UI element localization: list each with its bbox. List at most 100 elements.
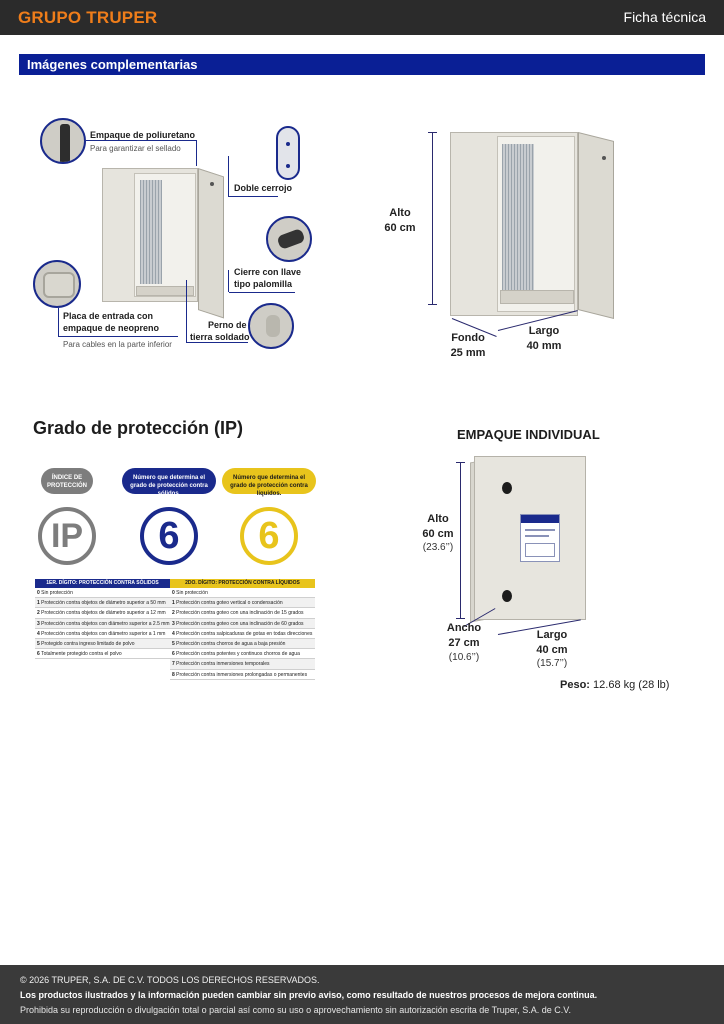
liquids-column: 2DO. DÍGITO: PROTECCIÓN CONTRA LÍQUIDOS … bbox=[170, 579, 315, 680]
solid-digit-ring: 6 bbox=[140, 507, 198, 565]
package-title: EMPAQUE INDIVIDUAL bbox=[457, 427, 600, 442]
table-cell-text: Protección contra inmersiones temporales bbox=[176, 661, 270, 668]
entry-plate-sublabel: Para cables en la parte inferior bbox=[63, 340, 172, 349]
table-row: 2 Protección contra objetos de diámetro … bbox=[35, 608, 170, 619]
double-lock-detail-icon bbox=[276, 126, 300, 180]
table-row: 1 Protección contra objetos de diámetro … bbox=[35, 598, 170, 609]
table-cell-text: Protección contra objetos de diámetro su… bbox=[41, 610, 166, 617]
table-cell-digit: 0 bbox=[37, 590, 40, 596]
table-cell-text: Totalmente protegido contra el polvo bbox=[41, 651, 122, 658]
table-cell-digit: 1 bbox=[172, 600, 175, 607]
table-cell-digit: 3 bbox=[37, 620, 40, 627]
door-lock-icon bbox=[210, 182, 214, 186]
solids-column: 1ER. DÍGITO: PROTECCIÓN CONTRA SÓLIDOS 0… bbox=[35, 579, 170, 660]
table-row: 0 Sin protección bbox=[35, 588, 170, 599]
height-value: 60 cm bbox=[384, 222, 416, 234]
wing-key-label-1: Cierre con llave bbox=[234, 267, 302, 277]
table-row: 1 Protección contra goteo vertical o con… bbox=[170, 598, 315, 609]
table-cell-text: Sin protección bbox=[176, 590, 208, 596]
package-lock-icon bbox=[502, 590, 512, 602]
table-cell-digit: 2 bbox=[172, 610, 175, 617]
table-row: 2 Protección contra goteo con una inclin… bbox=[170, 608, 315, 619]
package-height-tick bbox=[456, 618, 465, 619]
table-row: 3 Protección contra goteo con una inclin… bbox=[170, 618, 315, 629]
table-row: 7 Protección contra inmersiones temporal… bbox=[170, 659, 315, 670]
table-cell-text: Protegido contra ingreso limitado de pol… bbox=[41, 640, 135, 647]
weight-value: 12.68 kg (28 lb) bbox=[593, 679, 670, 691]
table-row: 0 Sin protección bbox=[170, 588, 315, 599]
page-header bbox=[0, 0, 724, 35]
table-cell-digit: 6 bbox=[172, 651, 175, 658]
package-illustration bbox=[410, 450, 670, 680]
footer-copyright: © 2026 TRUPER, S.A. DE C.V. TODOS LOS DE… bbox=[20, 975, 320, 985]
leader-line bbox=[58, 308, 59, 336]
table-cell-digit: 5 bbox=[37, 640, 40, 647]
gasket-label: Empaque de poliuretano bbox=[90, 130, 196, 140]
package-height-inches: (23.6’’) bbox=[422, 542, 454, 553]
footer-notice: Los productos ilustrados y la informació… bbox=[20, 990, 598, 1000]
leader-line bbox=[228, 156, 229, 196]
liquid-digit-text: 6 bbox=[258, 515, 280, 557]
wing-key-label-2: tipo palomilla bbox=[234, 279, 293, 289]
table-cell-digit: 3 bbox=[172, 620, 175, 627]
door-lock-icon bbox=[602, 156, 606, 160]
leader-line bbox=[228, 270, 229, 292]
package-depth-value: 27 cm bbox=[448, 637, 480, 649]
page-footer: © 2026 TRUPER, S.A. DE C.V. TODOS LOS DE… bbox=[0, 965, 724, 1024]
height-dimension-line bbox=[432, 132, 433, 304]
table-cell-text: Protección contra goteo con una inclinac… bbox=[176, 620, 304, 627]
cabinet-door bbox=[578, 132, 614, 319]
table-cell-digit: 6 bbox=[37, 651, 40, 658]
table-cell-text: Protección contra goteo vertical o conde… bbox=[176, 600, 283, 607]
mounting-plate bbox=[502, 144, 534, 292]
height-label: Alto bbox=[389, 207, 411, 219]
package-lock-icon bbox=[502, 482, 512, 494]
table-cell-text: Protección contra objetos de diámetro su… bbox=[41, 600, 166, 607]
table-row: 6 Protección contra potentes y continuos… bbox=[170, 649, 315, 660]
table-cell-digit: 1 bbox=[37, 600, 40, 607]
entry-plate-label-1: Placa de entrada con bbox=[63, 311, 154, 321]
feature-illustration: Empaque de poliuretano Para garantizar e… bbox=[30, 110, 330, 360]
brand-logo: GRUPO TRUPER bbox=[18, 8, 158, 27]
package-weight: Peso: 12.68 kg (28 lb) bbox=[560, 679, 669, 691]
table-row: 5 Protegido contra ingreso limitado de p… bbox=[35, 638, 170, 650]
ip-code-ring: IP bbox=[38, 507, 96, 565]
table-cell-digit: 4 bbox=[172, 630, 175, 637]
table-cell-digit: 2 bbox=[37, 610, 40, 617]
ground-bolt-detail-icon bbox=[248, 303, 294, 349]
solid-digit-text: 6 bbox=[158, 515, 180, 557]
package-width-inches: (15.7’’) bbox=[536, 658, 568, 669]
package-width-label: Largo bbox=[536, 629, 568, 641]
leader-line bbox=[228, 196, 278, 197]
dimension-illustration: Alto 60 cm Fondo 25 mm Largo 40 mm bbox=[380, 120, 640, 370]
solids-header: 1ER. DÍGITO: PROTECCIÓN CONTRA SÓLIDOS bbox=[35, 579, 170, 588]
wing-key-detail-icon bbox=[266, 216, 312, 262]
gasket-sublabel: Para garantizar el sellado bbox=[90, 144, 181, 153]
leader-line bbox=[229, 292, 295, 293]
package-product-label bbox=[520, 514, 560, 562]
package-height-value: 60 cm bbox=[422, 528, 454, 540]
package-height-line bbox=[460, 462, 461, 618]
leader-line bbox=[196, 140, 197, 166]
ip-code-text: IP bbox=[50, 517, 84, 555]
ip-liquids-pill: Número que determina el grado de protecc… bbox=[222, 468, 316, 497]
ip-section-title: Grado de protección (IP) bbox=[33, 418, 244, 438]
leader-line bbox=[186, 342, 248, 343]
table-cell-digit: 7 bbox=[172, 661, 175, 668]
table-row: 3 Protección contra objetos con diámetro… bbox=[35, 618, 170, 629]
section-title: Imágenes complementarias bbox=[27, 57, 198, 72]
package-height-tick bbox=[456, 462, 465, 463]
ip-solids-pill: Número que determina el grado de protecc… bbox=[122, 468, 216, 497]
package-height-label: Alto bbox=[427, 513, 449, 525]
table-cell-digit: 5 bbox=[172, 640, 175, 647]
table-cell-text: Protección contra objetos con diámetro s… bbox=[41, 630, 166, 637]
entry-plate-label-2: empaque de neopreno bbox=[63, 323, 160, 333]
section-bar: Imágenes complementarias bbox=[19, 54, 705, 75]
table-row: 8 Protección contra inmersiones prolonga… bbox=[170, 670, 315, 680]
table-row: 6 Totalmente protegido contra el polvo bbox=[35, 649, 170, 660]
width-value: 40 mm bbox=[526, 340, 562, 352]
depth-label: Fondo bbox=[451, 332, 485, 344]
table-cell-text: Protección contra objetos con diámetro s… bbox=[41, 620, 170, 627]
